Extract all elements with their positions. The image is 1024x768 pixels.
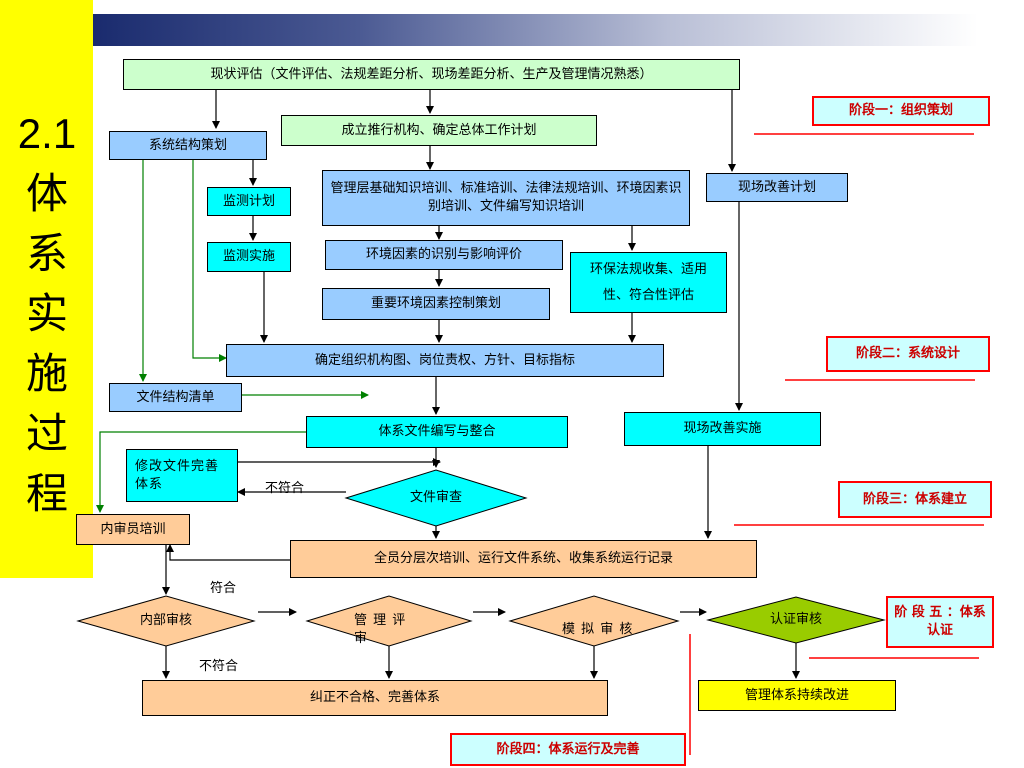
node-management-review: 管 理 评 审 [354,613,407,646]
doc-review-diamond [344,469,528,527]
node-document-writing: 体系文件编写与整合 [306,416,568,448]
node-revise-documents: 修改文件完善体系 [126,449,238,502]
node-certification-audit: 认证审核 [769,612,822,627]
node-document-structure-list: 文件结构清单 [109,383,242,412]
node-env-regulations: 环保法规收集、适用性、符合性评估 [570,252,727,313]
node-internal-auditor-training: 内审员培训 [76,514,190,545]
node-site-improvement-plan: 现场改善计划 [706,173,848,202]
header-bar [93,14,978,46]
node-setup-organization: 成立推行机构、确定总体工作计划 [281,115,597,146]
node-monitor-plan: 监测计划 [207,187,291,216]
node-org-structure: 确定组织机构图、岗位责权、方针、目标指标 [226,344,664,377]
stage-1-tag: 阶段一：组织策划 [812,96,990,126]
node-env-factor-identification: 环境因素的识别与影响评价 [325,240,563,270]
node-document-review: 文件审查 [409,490,462,505]
node-site-improvement-implementation: 现场改善实施 [624,412,821,446]
stage-3-tag: 阶段三：体系建立 [838,481,992,518]
node-monitor-implementation: 监测实施 [207,242,291,272]
node-full-staff-training: 全员分层次培训、运行文件系统、收集系统运行记录 [290,540,757,578]
label-nonconforming-audit: 不符合 [199,659,239,674]
stage-4-tag: 阶段四：体系运行及完善 [450,733,686,766]
node-continuous-improvement: 管理体系持续改进 [698,680,896,711]
stage-2-tag: 阶段二：系统设计 [826,336,990,372]
stage-5-tag: 阶 段 五 ：体系认证 [886,596,994,648]
node-mock-audit: 模 拟 审 核 [562,622,634,637]
mock-audit-diamond [508,595,680,647]
node-key-env-control: 重要环境因素控制策划 [322,288,550,320]
node-management-training: 管理层基础知识培训、标准培训、法律法规培训、环境因素识别培训、文件编写知识培训 [322,170,690,226]
node-current-assessment: 现状评估（文件评估、法规差距分析、现场差距分析、生产及管理情况熟悉） [123,59,740,90]
node-corrective-action: 纠正不合格、完善体系 [142,680,608,716]
node-system-structure-plan: 系统结构策划 [109,131,267,160]
node-internal-audit: 内部审核 [139,613,192,628]
label-nonconforming-review: 不符合 [265,481,305,496]
page-title: 2.1体系实施过程 [17,110,77,517]
cert-audit-diamond [706,596,886,644]
sidebar: 2.1体系实施过程 [0,0,93,578]
label-conforming: 符合 [210,581,237,596]
internal-audit-diamond [76,595,256,647]
mgmt-review-diamond [305,595,473,647]
